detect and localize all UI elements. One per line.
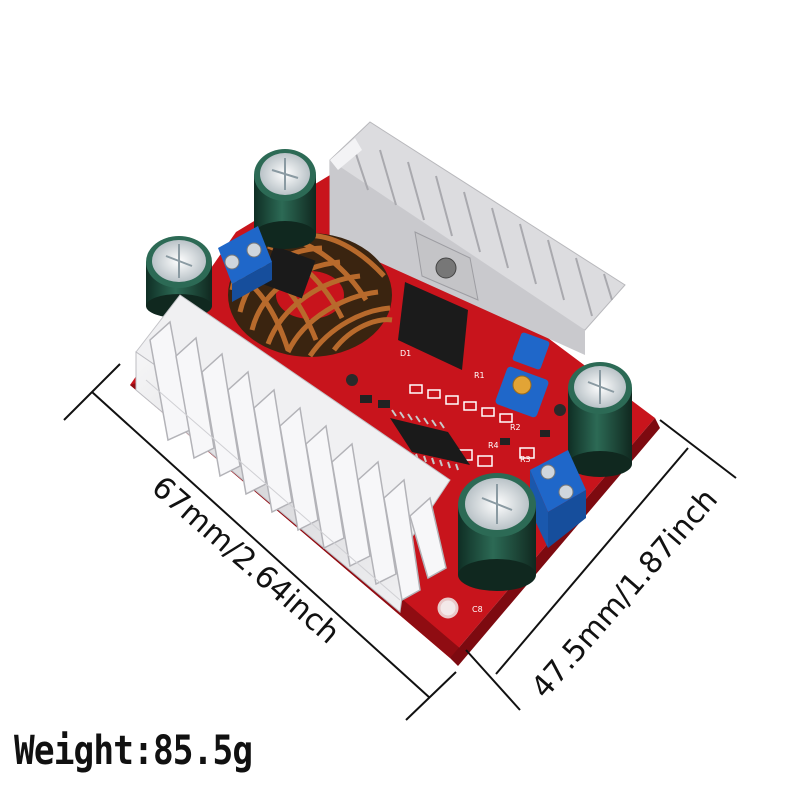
weight-label: Weight:85.5g <box>14 728 253 774</box>
svg-text:D1: D1 <box>400 349 411 358</box>
svg-text:R4: R4 <box>488 441 499 450</box>
length-dimension-line <box>63 363 457 721</box>
mosfet-transistor <box>398 231 479 370</box>
svg-text:R1: R1 <box>474 371 485 380</box>
aluminium-heatsink-front <box>135 294 451 613</box>
ic-chip <box>390 409 470 471</box>
electrolytic-capacitor <box>568 362 632 477</box>
screw-terminal <box>218 226 272 302</box>
smd-components <box>360 395 550 445</box>
svg-text:C8: C8 <box>472 605 483 614</box>
electrolytic-capacitor <box>254 149 316 249</box>
svg-text:R3: R3 <box>520 455 531 464</box>
electrolytic-capacitor <box>458 473 536 591</box>
potentiometer <box>495 332 550 418</box>
screw-terminal <box>530 450 586 548</box>
width-dimension-line <box>465 419 737 711</box>
svg-text:R2: R2 <box>510 423 521 432</box>
